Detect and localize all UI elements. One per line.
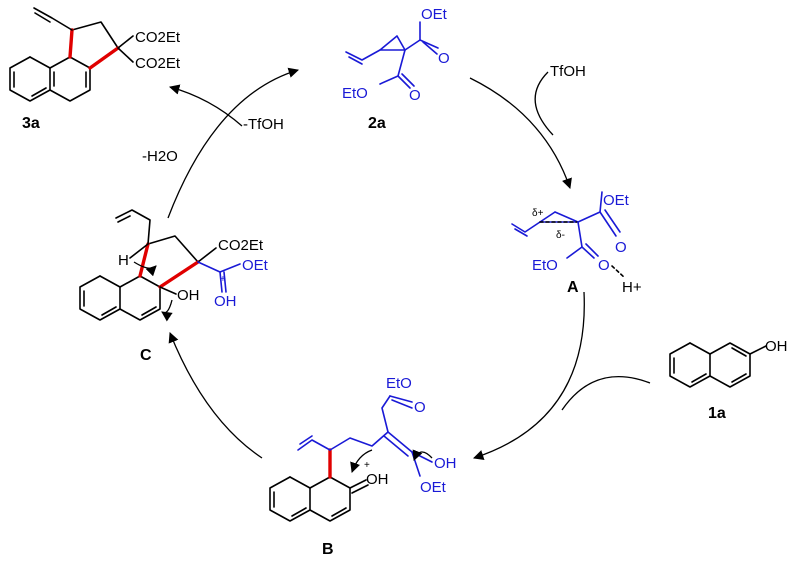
- C-co2et: CO2Et: [218, 237, 264, 254]
- arrow-tfoh-in: [534, 71, 554, 136]
- label-A: A: [567, 279, 579, 296]
- reagent-minus-tfoh: -TfOH: [243, 116, 284, 133]
- A-o-lower: O: [598, 257, 610, 274]
- compound-1a: OH 1a: [669, 338, 788, 422]
- cycle-arrows: [167, 67, 651, 461]
- label-1a: 1a: [708, 405, 726, 422]
- C-plus: +: [220, 274, 226, 285]
- label-B: B: [322, 541, 334, 558]
- C-ohr: OH: [214, 293, 237, 310]
- 2a-o-right: O: [438, 50, 450, 67]
- B-plus: +: [364, 460, 370, 471]
- 3a-co2et-top: CO2Et: [135, 29, 181, 46]
- compound-3a: CO2Et CO2Et 3a: [9, 7, 181, 132]
- arrow-A-to-B: [473, 291, 585, 461]
- intermediate-A: δ+ δ- OEt O EtO O H+ A: [511, 191, 642, 296]
- 1a-oh: OH: [765, 338, 788, 355]
- arrow-B-to-C: [168, 332, 263, 459]
- B-eto: EtO: [386, 375, 412, 392]
- 2a-eto: EtO: [342, 85, 368, 102]
- arrow-C-to-2a: [167, 67, 299, 219]
- reagent-tfoh: TfOH: [550, 63, 586, 80]
- 2a-o-down: O: [409, 87, 421, 104]
- reagent-minus-h2o: -H2O: [142, 148, 178, 165]
- A-oet: OEt: [603, 192, 630, 209]
- A-eto: EtO: [532, 257, 558, 274]
- label-2a: 2a: [368, 115, 386, 132]
- B-o: O: [414, 399, 426, 416]
- C-oh: OH: [177, 287, 200, 304]
- label-C: C: [140, 347, 152, 364]
- arrow-to-3a: [168, 84, 243, 127]
- B-oet: OEt: [420, 479, 447, 496]
- arrow-1a-in: [561, 376, 651, 411]
- 3a-co2et-bottom: CO2Et: [135, 55, 181, 72]
- C-h: H: [118, 252, 129, 269]
- A-o-upper: O: [615, 239, 627, 256]
- 2a-oet: OEt: [421, 6, 448, 23]
- intermediate-B: OH + EtO O OH OEt B: [269, 375, 457, 558]
- A-delta-plus: δ+: [532, 208, 544, 219]
- intermediate-C: H OH CO2Et OEt OH + C: [79, 209, 269, 364]
- B-oh-plus: OH: [366, 471, 389, 488]
- A-proton: H+: [622, 279, 642, 296]
- C-oet: OEt: [242, 257, 269, 274]
- A-delta-minus: δ-: [556, 230, 565, 241]
- label-3a: 3a: [22, 115, 40, 132]
- B-oh: OH: [434, 455, 457, 472]
- compound-2a: OEt O EtO O 2a: [342, 6, 450, 132]
- arrow-2a-to-A: [469, 77, 572, 189]
